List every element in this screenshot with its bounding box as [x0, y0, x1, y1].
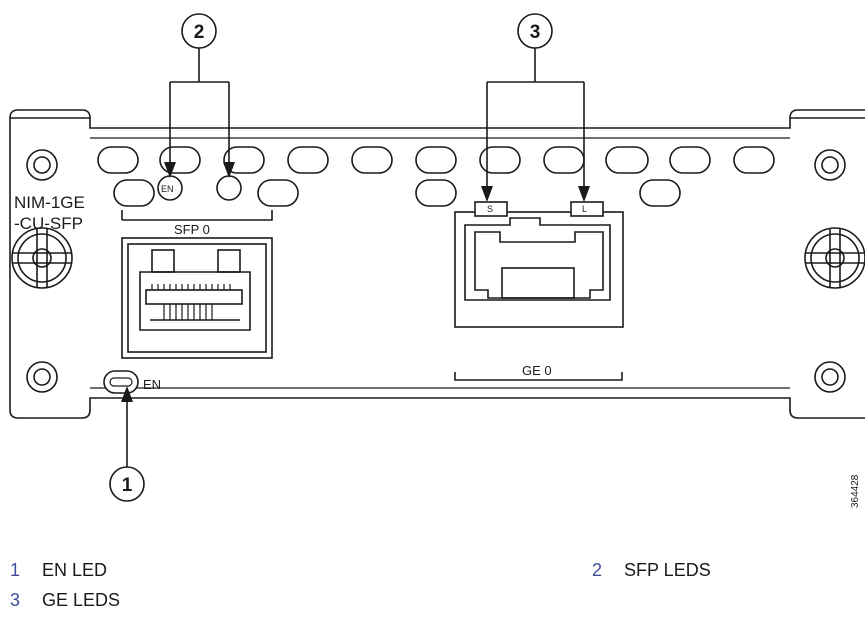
screw-bottom-left	[26, 361, 58, 393]
legend-number: 2	[592, 560, 603, 580]
vent-slots	[97, 146, 775, 207]
en-led-label: EN	[143, 377, 161, 392]
legend-label: EN LED	[42, 560, 108, 580]
screw-top-right	[814, 149, 846, 181]
module-diagram: NIM-1GE -CU-SFP EN SFP 0 EN S L GE 0	[9, 13, 865, 508]
legend-row-2: 3 GE LEDS	[0, 590, 865, 620]
en-led	[103, 370, 139, 394]
screw-bottom-right	[814, 361, 846, 393]
callout-1-number: 1	[122, 475, 133, 496]
thumb-screw-right	[804, 227, 865, 289]
callout-1: 1	[109, 386, 145, 502]
ge-led-right-label: L	[582, 204, 587, 214]
ge-led-left-label: S	[487, 204, 493, 214]
figure-id: 364428	[850, 474, 861, 508]
ge-port-label: GE 0	[522, 363, 552, 378]
callout-3-number: 3	[530, 22, 541, 43]
sfp-led-right	[216, 175, 242, 201]
module-label-line1: NIM-1GE	[14, 193, 85, 212]
screw-top-left	[26, 149, 58, 181]
legend-label: SFP LEDS	[624, 560, 711, 580]
sfp-port-label: SFP 0	[174, 222, 210, 237]
ge-led-right	[570, 201, 604, 217]
module-label-line2: -CU-SFP	[14, 214, 83, 233]
thumb-screw-left	[11, 227, 73, 289]
callout-3: 3	[481, 13, 590, 202]
ge-led-left	[474, 201, 508, 217]
legend-row-1: 1 EN LED 2 SFP LEDS	[0, 560, 865, 590]
ge-port: S L GE 0	[454, 201, 624, 381]
sfp-port: SFP 0	[121, 210, 273, 359]
sfp-led-left-label: EN	[161, 184, 174, 194]
legend-number: 1	[10, 560, 21, 580]
callout-2-number: 2	[194, 22, 205, 43]
faceplate	[9, 109, 865, 419]
callout-2: 2	[164, 13, 235, 178]
legend-number: 3	[10, 590, 21, 610]
